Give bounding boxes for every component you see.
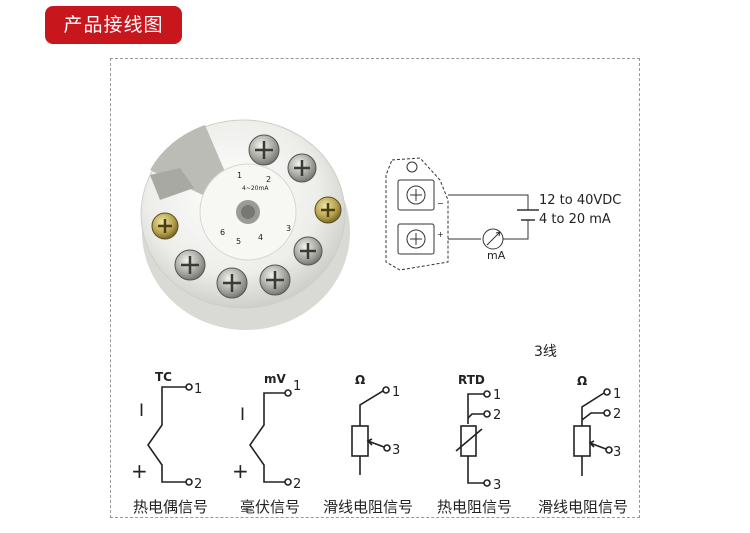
mv-plus: + — [232, 459, 249, 483]
three-wire-note: 3线 — [534, 344, 557, 360]
slide-resistor-terminal-1: 1 — [392, 385, 400, 400]
rtd-terminal-2: 2 — [493, 408, 501, 423]
module-terminal-3: 3 — [286, 224, 291, 233]
screw-terminal — [314, 196, 342, 224]
loop-wiring — [385, 157, 539, 271]
tc-symbol: TC — [155, 370, 172, 384]
rtd-terminal-3: 3 — [493, 478, 501, 493]
screw-terminal — [174, 249, 206, 281]
output-current-label: 4 to 20 mA — [539, 212, 611, 227]
module-terminal-2: 2 — [266, 175, 271, 184]
rtd-terminal-1: 1 — [493, 388, 501, 403]
tc-caption: 热电偶信号 — [133, 498, 208, 516]
module-terminal-4: 4 — [258, 233, 263, 242]
tc-terminal-1: 1 — [194, 382, 202, 397]
screw-terminal — [216, 267, 248, 299]
module-range-label: 4~20mA — [242, 185, 269, 192]
slide-resistor-3wire-terminal-1: 1 — [613, 387, 621, 402]
slide-resistor-symbol: Ω — [355, 373, 365, 387]
loop-plus-sign: + — [437, 230, 444, 239]
module-terminal-6: 6 — [220, 228, 225, 237]
tc-terminal-2: 2 — [194, 477, 202, 492]
slide-resistor-caption: 滑线电阻信号 — [323, 498, 413, 516]
input-rtd — [455, 390, 491, 487]
screw-terminal — [293, 236, 323, 266]
rtd-caption: 热电阻信号 — [437, 498, 512, 516]
input-millivolt — [249, 389, 292, 486]
tc-minus: I — [139, 401, 144, 421]
mv-terminal-1: 1 — [293, 379, 301, 394]
slide-resistor-3wire-symbol: Ω — [577, 374, 587, 388]
input-slide-resistor — [351, 386, 391, 475]
module-terminal-5: 5 — [236, 237, 241, 246]
screw-terminal — [259, 264, 291, 296]
rtd-symbol: RTD — [458, 373, 485, 387]
screw-terminal — [248, 134, 280, 166]
screw-terminal — [287, 153, 317, 183]
input-slide-resistor-3wire — [573, 388, 613, 476]
mv-minus: I — [240, 405, 245, 425]
screw-terminal — [151, 212, 179, 240]
mv-symbol: mV — [264, 372, 287, 386]
slide-resistor-3wire-caption: 滑线电阻信号 — [538, 498, 628, 516]
slide-resistor-3wire-terminal-2: 2 — [613, 407, 621, 422]
supply-voltage-label: 12 to 40VDC — [539, 193, 621, 208]
tc-plus: + — [131, 459, 148, 483]
section-title-badge: 产品接线图 — [45, 6, 182, 44]
input-thermocouple — [147, 383, 193, 486]
mv-caption: 毫伏信号 — [240, 498, 300, 516]
module-terminal-1: 1 — [237, 171, 242, 180]
ammeter-label: mA — [487, 249, 506, 262]
loop-minus-sign: − — [437, 199, 444, 208]
mv-terminal-2: 2 — [293, 477, 301, 492]
slide-resistor-3wire-terminal-3: 3 — [613, 445, 621, 460]
transmitter-module: 1 2 3 4 5 6 4~20mA — [140, 119, 350, 330]
slide-resistor-terminal-3: 3 — [392, 443, 400, 458]
diagram-frame — [110, 58, 640, 518]
